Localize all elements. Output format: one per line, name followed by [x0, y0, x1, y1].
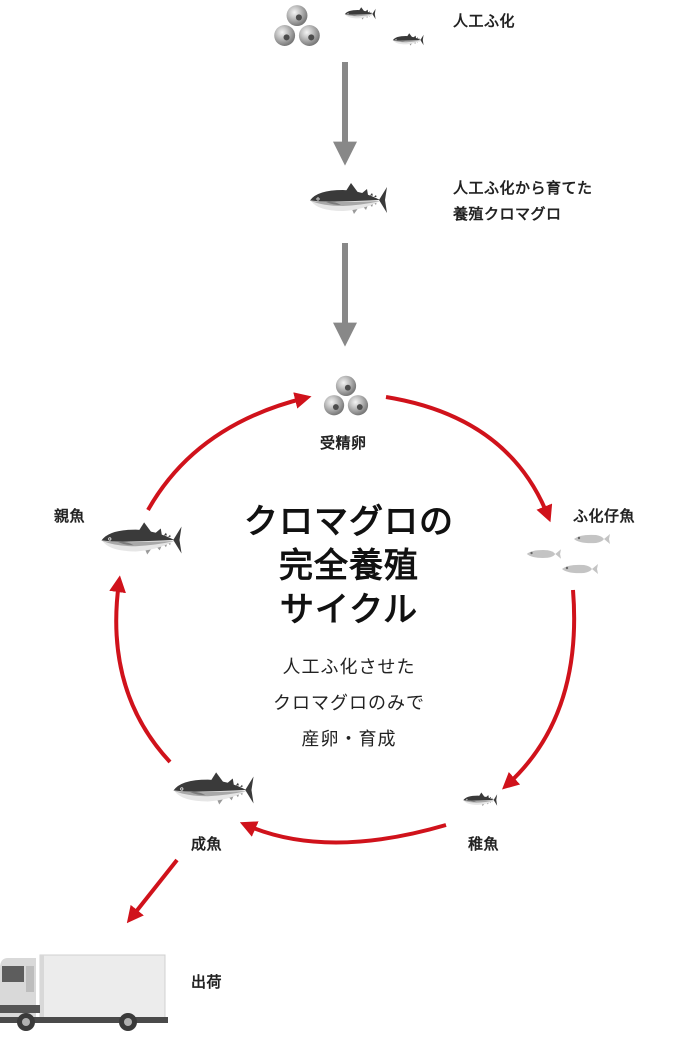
larva-icon-2 [526, 549, 561, 559]
adult-tuna-icon [173, 772, 254, 805]
cycle-title-line-2: 完全養殖 [279, 546, 419, 586]
arrow-egg-to-larva [385, 395, 553, 523]
cycle-desc-line-2: クロマグロのみで [273, 693, 425, 714]
cycle-title-line-3: サイクル [279, 590, 419, 630]
hatch-fish-top-icon [344, 7, 376, 20]
label-juvenile: 稚魚 [468, 835, 500, 853]
label-farmed-line2: 養殖クロマグロ [453, 205, 562, 223]
arrow-larva-to-juvenile [502, 589, 577, 790]
label-farmed: 人工ふ化から育てた 養殖クロマグロ [453, 175, 593, 227]
cycle-title-line-1: クロマグロの [244, 502, 454, 542]
arrow-adult-to-parent [109, 575, 172, 764]
larva-icon-1 [574, 534, 610, 544]
label-farmed-line1: 人工ふ化から育てた [453, 179, 593, 197]
cycle-title: クロマグロの 完全養殖 サイクル [234, 500, 464, 632]
cycle-desc-line-1: 人工ふ化させた [282, 657, 416, 678]
larva-icon-3 [562, 564, 598, 574]
juvenile-tuna-icon [463, 792, 498, 807]
cycle-desc-line-3: 産卵・育成 [301, 729, 397, 750]
fertilized-egg-icon [323, 375, 369, 416]
arrow-juvenile-to-adult [239, 821, 447, 845]
cycle-description: 人工ふ化させた クロマグロのみで 産卵・育成 [244, 650, 454, 758]
label-hatch: 人工ふ化 [453, 12, 516, 30]
truck-icon [0, 954, 168, 1031]
farmed-tuna-icon [310, 183, 387, 214]
hatch-eggs-icon [274, 5, 320, 46]
label-egg: 受精卵 [320, 434, 367, 452]
label-adult: 成魚 [191, 835, 223, 853]
arrow-adult-to-ship [126, 858, 179, 924]
hatch-fish-bottom-icon [392, 33, 424, 46]
label-parent: 親魚 [54, 507, 86, 525]
arrow-parent-to-egg [146, 392, 312, 511]
parent-tuna-icon [101, 522, 182, 555]
label-larva: ふ化仔魚 [573, 507, 636, 525]
label-ship: 出荷 [191, 973, 223, 991]
